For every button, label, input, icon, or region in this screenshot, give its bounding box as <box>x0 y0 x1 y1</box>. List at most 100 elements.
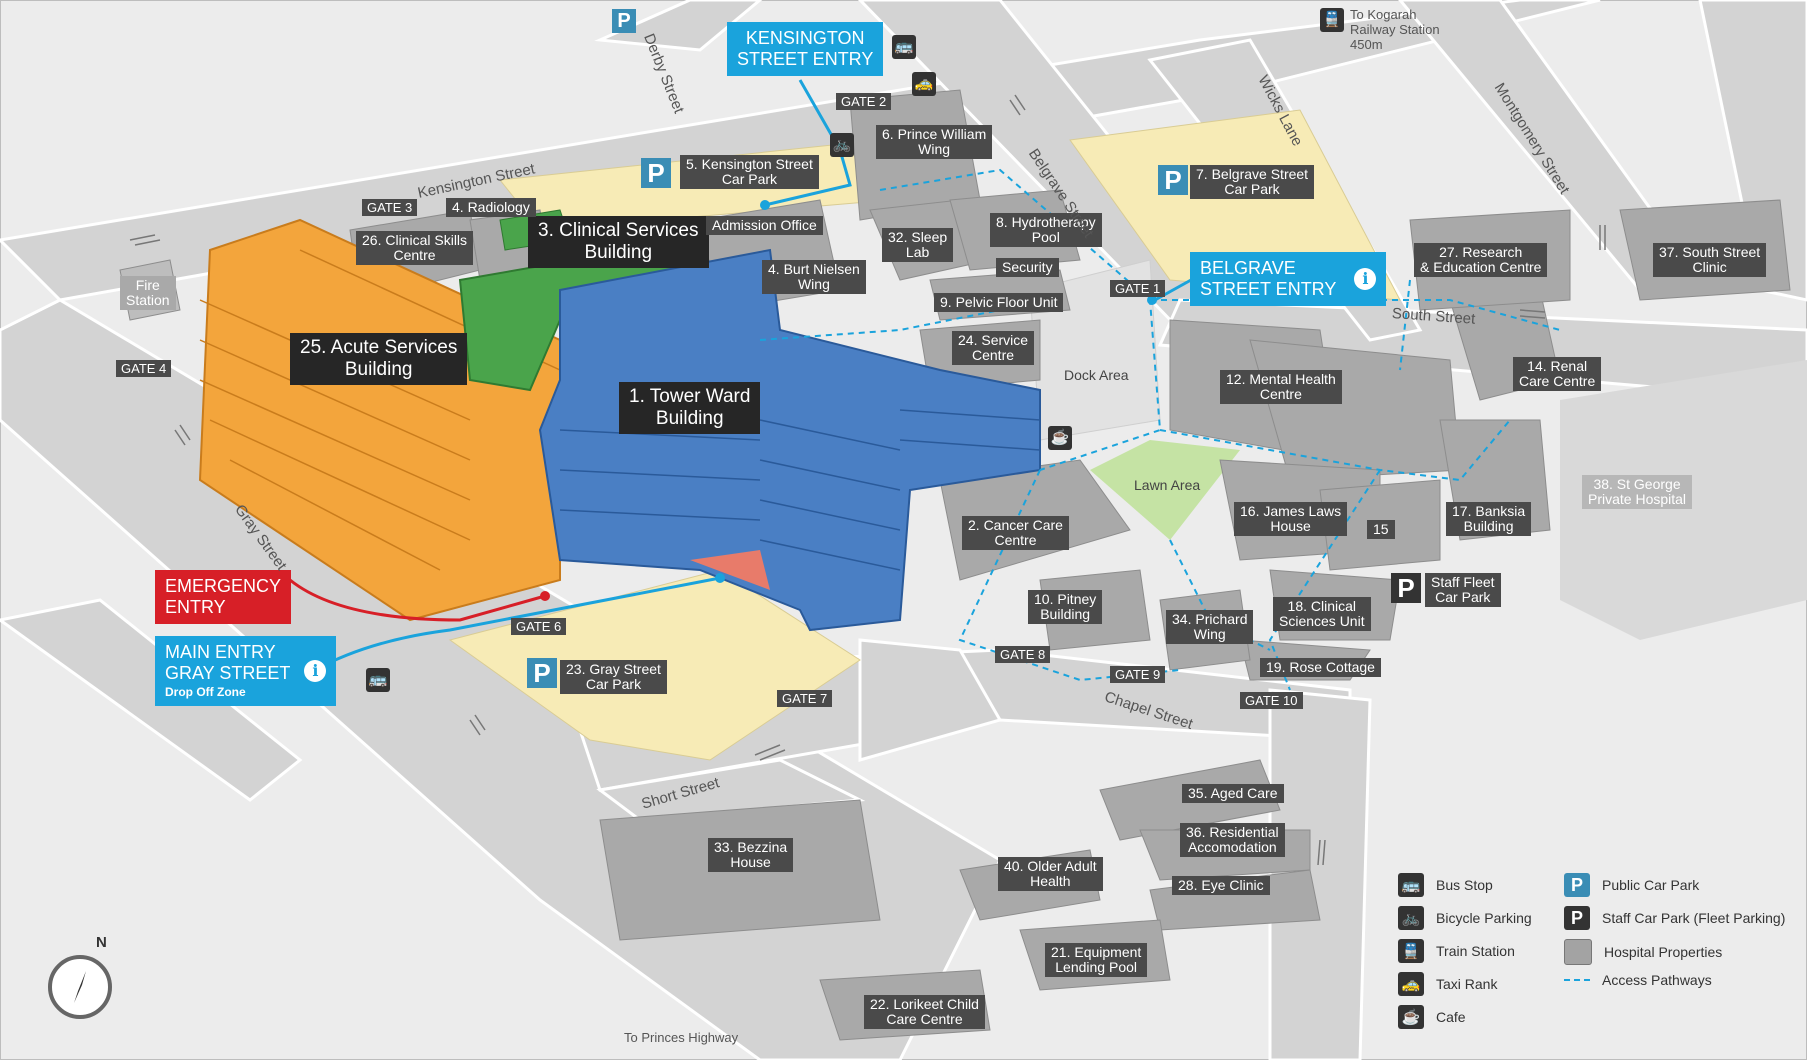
label-security[interactable]: Security <box>996 258 1059 277</box>
legend-public-park-label: Public Car Park <box>1602 877 1700 893</box>
label-renal-care[interactable]: 14. Renal Care Centre <box>1513 357 1602 391</box>
label-aged-care[interactable]: 35. Aged Care <box>1182 784 1284 803</box>
staff-parking-icon: P <box>1564 906 1590 930</box>
street-princes-highway: To Princes Highway <box>624 1030 739 1045</box>
label-equipment-lending-pool[interactable]: 21. Equipment Lending Pool <box>1045 943 1148 977</box>
belgrave-dot <box>1147 295 1157 305</box>
legend-hospital-properties: Hospital Properties <box>1564 939 1722 965</box>
kensington-street-entry[interactable]: KENSINGTON STREET ENTRY <box>727 22 884 76</box>
info-icon[interactable]: i <box>1354 268 1377 290</box>
to-kogarah-railway-station: To Kogarah Railway Station 450m <box>1350 7 1440 52</box>
legend-access-pathways: Access Pathways <box>1564 972 1712 988</box>
label-james-laws-house[interactable]: 16. James Laws House <box>1234 502 1348 536</box>
label-banksia-building[interactable]: 17. Banksia Building <box>1446 502 1532 536</box>
label-staff-fleet-car-park[interactable]: Staff Fleet Car Park <box>1425 573 1501 607</box>
legend-bicycle-parking: 🚲 Bicycle Parking <box>1398 906 1532 930</box>
legend-properties-label: Hospital Properties <box>1604 944 1723 960</box>
label-pitney-building[interactable]: 10. Pitney Building <box>1028 590 1103 624</box>
belgrave-entry-text: BELGRAVE STREET ENTRY <box>1200 258 1337 299</box>
main-entry-title: MAIN ENTRY GRAY STREET <box>165 642 291 683</box>
belgrave-street-entry[interactable]: BELGRAVE STREET ENTRY i <box>1190 252 1387 306</box>
label-prince-william-wing[interactable]: 6. Prince William Wing <box>876 125 993 159</box>
lawn-area <box>1090 440 1240 540</box>
legend-cafe-label: Cafe <box>1436 1009 1466 1025</box>
label-sleep-lab[interactable]: 32. Sleep Lab <box>882 228 954 262</box>
gate-9: GATE 9 <box>1110 666 1166 683</box>
bus-stop-icon: 🚌 <box>366 668 390 692</box>
gate-10: GATE 10 <box>1240 692 1303 709</box>
label-dock-area: Dock Area <box>1064 367 1129 383</box>
label-south-street-clinic[interactable]: 37. South Street Clinic <box>1653 243 1767 277</box>
emergency-canopy <box>690 550 770 590</box>
emergency-route <box>289 578 546 622</box>
info-icon[interactable]: i <box>304 660 327 682</box>
bus-stop-icon: 🚌 <box>892 35 916 59</box>
label-admission-office[interactable]: Admission Office <box>706 216 823 235</box>
legend-train-station: 🚆Train Station <box>1398 939 1515 963</box>
legend-bike-label: Bicycle Parking <box>1436 910 1532 926</box>
main-entry-dot <box>715 573 725 583</box>
cafe-icon: ☕ <box>1398 1005 1424 1029</box>
label-clinical-skills-centre[interactable]: 26. Clinical Skills Centre <box>356 231 474 265</box>
label-radiology[interactable]: 4. Radiology <box>446 198 536 217</box>
emergency-entry-text: EMERGENCY ENTRY <box>165 576 282 617</box>
cafe-icon: ☕ <box>1048 426 1072 450</box>
public-car-park-icon: P <box>612 9 636 33</box>
staff-car-park-icon: P <box>1391 573 1421 603</box>
kensington-entry-route <box>764 79 852 207</box>
public-car-park-icon: P <box>1158 165 1188 195</box>
gate-2: GATE 2 <box>836 93 892 110</box>
label-hydrotherapy-pool[interactable]: 8. Hydrotherapy Pool <box>990 213 1102 247</box>
label-cancer-care[interactable]: 2. Cancer Care Centre <box>962 516 1069 550</box>
label-burt-nielsen[interactable]: 4. Burt Nielsen Wing <box>762 260 866 294</box>
label-building-15[interactable]: 15 <box>1367 520 1395 539</box>
kensington-dot <box>760 200 770 210</box>
taxi-rank-icon: 🚕 <box>912 72 936 96</box>
bus-icon: 🚌 <box>1398 873 1424 897</box>
label-rose-cottage[interactable]: 19. Rose Cottage <box>1260 658 1381 677</box>
label-kensington-car-park[interactable]: 5. Kensington Street Car Park <box>680 155 819 189</box>
traffic-arrows <box>129 94 1606 866</box>
label-prichard-wing[interactable]: 34. Prichard Wing <box>1166 610 1254 644</box>
label-st-george-private[interactable]: 38. St George Private Hospital <box>1582 475 1693 509</box>
gate-1: GATE 1 <box>1110 280 1166 297</box>
label-mental-health[interactable]: 12. Mental Health Centre <box>1220 370 1342 404</box>
label-bezzina-house[interactable]: 33. Bezzina House <box>708 838 794 872</box>
label-lorikeet-child-care[interactable]: 22. Lorikeet Child Care Centre <box>864 995 985 1029</box>
label-lawn-area: Lawn Area <box>1134 477 1201 493</box>
label-gray-street-car-park[interactable]: 23. Gray Street Car Park <box>560 660 667 694</box>
public-car-park-icon: P <box>527 658 557 688</box>
label-acute-services[interactable]: 25. Acute Services Building <box>290 333 468 385</box>
tower-ward-building-shape <box>538 248 1041 632</box>
label-residential-accomodation[interactable]: 36. Residential Accomodation <box>1180 823 1285 857</box>
gate-7: GATE 7 <box>777 690 833 707</box>
public-parking-icon: P <box>1564 873 1590 897</box>
label-tower-ward[interactable]: 1. Tower Ward Building <box>619 382 761 434</box>
label-older-adult-health[interactable]: 40. Older Adult Health <box>998 857 1103 891</box>
compass-needle-icon <box>74 971 86 1003</box>
legend-pathways-label: Access Pathways <box>1602 972 1712 988</box>
gate-4: GATE 4 <box>116 360 172 377</box>
gate-6: GATE 6 <box>511 618 567 635</box>
label-belgrave-car-park[interactable]: 7. Belgrave Street Car Park <box>1190 165 1315 199</box>
pathway-swatch <box>1564 979 1590 981</box>
bicycle-icon: 🚲 <box>1398 906 1424 930</box>
legend-taxi-rank: 🚕Taxi Rank <box>1398 972 1497 996</box>
emergency-entry[interactable]: EMERGENCY ENTRY <box>155 570 292 624</box>
label-eye-clinic[interactable]: 28. Eye Clinic <box>1172 876 1270 895</box>
label-pelvic-floor-unit[interactable]: 9. Pelvic Floor Unit <box>934 293 1064 312</box>
label-clinical-services[interactable]: 3. Clinical Services Building <box>528 216 709 268</box>
legend-public-car-park: P Public Car Park <box>1564 873 1699 897</box>
legend-bus-stop: 🚌 Bus Stop <box>1398 873 1493 897</box>
legend-taxi-label: Taxi Rank <box>1436 976 1498 992</box>
label-fire-station: Fire Station <box>120 276 176 310</box>
kensington-entry-text: KENSINGTON STREET ENTRY <box>737 28 874 69</box>
label-service-centre[interactable]: 24. Service Centre <box>952 331 1035 365</box>
label-research-education-centre[interactable]: 27. Research & Education Centre <box>1414 243 1548 277</box>
legend-bus-label: Bus Stop <box>1436 877 1493 893</box>
public-car-park-icon: P <box>641 158 671 188</box>
label-clinical-sciences-unit[interactable]: 18. Clinical Sciences Unit <box>1273 597 1371 631</box>
compass-north-label: N <box>96 934 107 951</box>
